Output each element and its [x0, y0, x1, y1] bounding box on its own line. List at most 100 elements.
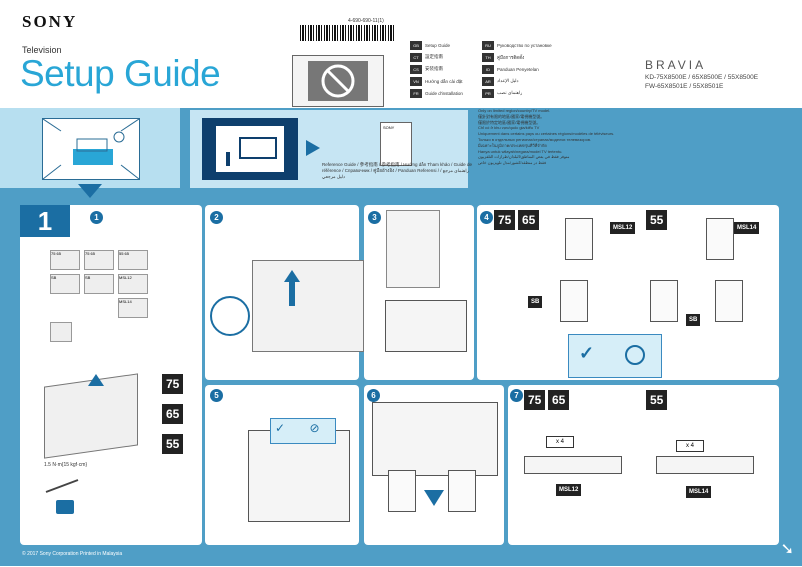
tv-box-illustration	[44, 373, 138, 459]
part-label: MSL12	[119, 275, 132, 280]
part-label: 75 65	[51, 251, 62, 256]
size-tag-75: 75	[494, 210, 516, 230]
note-line: มีเฉพาะในภูมิภาค/ประเทศ/รุ่นทีวีที่จำกัด	[478, 142, 547, 148]
reference-caption: Reference Guide / 參考指南 / 参考指南 / Hướng dẫ…	[322, 162, 472, 179]
torque-spec-line: 1.5 N·m{15 kgf·cm}	[44, 462, 88, 468]
arrow-up-icon	[88, 374, 104, 386]
stand-bar	[656, 456, 754, 474]
product-line: BRAVIA	[645, 58, 707, 72]
model-line: FW-65X8501E / 55X8501E	[645, 83, 724, 90]
lang-name: Guide d'installation	[425, 90, 463, 96]
substep-number: 6	[367, 389, 380, 402]
screw-label-msl14: MSL14	[734, 222, 760, 234]
substep-number: 3	[368, 211, 381, 224]
arrow-right-icon	[306, 140, 320, 156]
arrow-down-icon	[78, 184, 102, 198]
brand-logo: SONY	[22, 12, 78, 31]
screw-label-msl12: MSL12	[610, 222, 636, 234]
part-label: SB	[85, 275, 91, 280]
carton-illustration	[252, 260, 364, 352]
screw-label-msl12: MSL12	[556, 484, 582, 496]
lang-name: Setup Guide	[425, 42, 451, 48]
stand-leg	[650, 280, 678, 322]
accessory-bag	[386, 210, 440, 288]
part-item: MSL14	[118, 298, 148, 318]
torque-spec: 1.5 N·m{15 kgf·cm}	[44, 462, 87, 468]
remote-icon	[50, 322, 72, 342]
doc-subtitle: Television	[22, 45, 62, 55]
wall-tv-screen	[216, 126, 284, 172]
check-icon: ✓	[275, 421, 286, 435]
prohibited-icon	[625, 345, 645, 365]
lang-name: 安装指南	[425, 66, 443, 71]
tv-on-stand-icon	[42, 118, 140, 180]
arrow-stem	[289, 282, 295, 306]
part-label-sb: SB	[686, 314, 701, 326]
lang-code: VN	[410, 76, 422, 86]
note-line: فقط در منطقه/کشور/مدل تلویزیون خاص	[478, 160, 546, 166]
size-tag-55: 55	[646, 390, 668, 410]
toolbox-icon	[56, 500, 74, 514]
note-line: 僅限於特定地區/國家/電視機型號。	[478, 119, 541, 125]
lift-arrow	[284, 270, 300, 306]
lang-name: คู่มือการติดตั้ง	[497, 54, 525, 60]
tv-in-base	[385, 300, 467, 352]
lang-name: Panduan Penyetelan	[497, 66, 539, 72]
size-tag-75: 75	[162, 374, 184, 394]
part-item: 75 65	[84, 250, 114, 270]
lang-code: PR	[482, 88, 494, 98]
arrow-up-icon	[284, 270, 300, 282]
page-turn-icon: ➘	[780, 541, 794, 558]
part-item: MSL12	[118, 274, 148, 294]
lang-name: راهنمای نصب	[497, 90, 523, 95]
substep-number: 7	[510, 389, 523, 402]
part-label: SB	[51, 275, 57, 280]
lang-code: GB	[410, 40, 422, 50]
tv-lift-illustration	[248, 430, 350, 522]
note-line: 僅針對有限的地區/國家/電視機型號。	[478, 113, 545, 119]
stand-part	[565, 218, 593, 260]
part-label: MSL14	[119, 299, 132, 304]
lang-name: Hướng dẫn cài đặt	[425, 78, 463, 84]
part-label: 75 65	[85, 251, 96, 256]
size-tag-65: 65	[548, 390, 570, 410]
tv-with-plant-icon	[226, 137, 277, 166]
lang-code: FR	[410, 88, 422, 98]
page-title: Setup Guide	[20, 53, 221, 94]
screw-label-msl14: MSL14	[686, 486, 712, 498]
stand-leg	[388, 470, 416, 512]
zoom-detail	[210, 296, 250, 336]
size-tag-75: 75	[524, 390, 546, 410]
reference-book: SONY	[380, 122, 412, 166]
substep-number: 5	[210, 389, 223, 402]
barcode	[300, 25, 395, 41]
stand-part	[706, 218, 734, 260]
model-line: KD-75X8500E / 65X8500E / 55X8500E	[645, 74, 759, 81]
lang-code: TH	[482, 52, 494, 62]
lang-code: RU	[482, 40, 494, 50]
doc-number: 4-690-690-11(1)	[348, 18, 384, 24]
size-tag-65: 65	[518, 210, 540, 230]
part-label: 55 65	[119, 251, 130, 256]
screwdriver-icon	[45, 479, 79, 493]
stand-leg	[448, 470, 476, 512]
note-line: Только в отдельных регионах/странах/моде…	[478, 136, 592, 142]
lang-code: ID	[482, 64, 494, 74]
part-item: 75 65	[50, 250, 80, 270]
lang-code: CT	[410, 52, 422, 62]
stand-leg	[715, 280, 743, 322]
region-notes: Only on limited region/country/TV model.…	[478, 108, 688, 166]
lang-code: CS	[410, 64, 422, 74]
stand-leg	[560, 280, 588, 322]
substep-number: 1	[90, 211, 103, 224]
substep-number: 4	[480, 211, 493, 224]
size-tag-65: 65	[162, 404, 184, 424]
cover-illustration	[292, 55, 384, 107]
note-line: Only on limited region/country/TV model.	[478, 108, 551, 113]
step-number-main: 1	[20, 205, 70, 237]
part-label-sb: SB	[528, 296, 543, 308]
reference-book-label: SONY	[383, 125, 395, 130]
part-item: SB	[50, 274, 80, 294]
lang-name: دليل الإعداد	[497, 78, 519, 83]
